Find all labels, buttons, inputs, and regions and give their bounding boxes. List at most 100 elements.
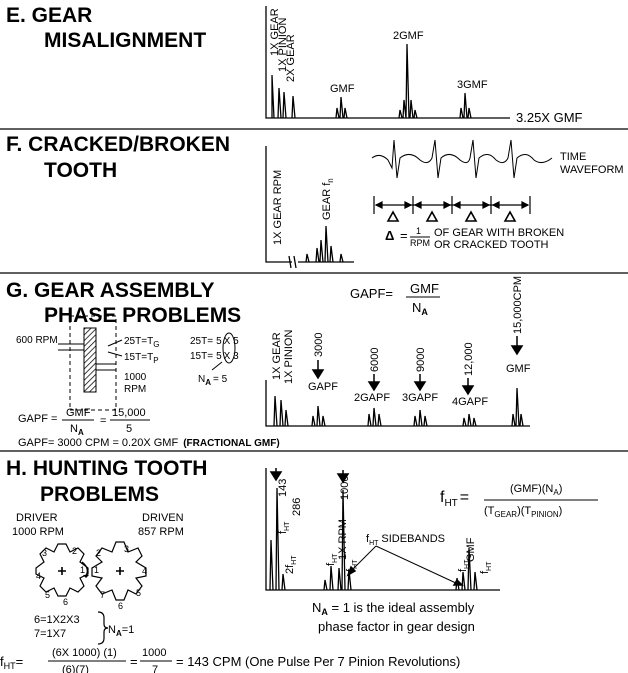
label-2gapf: 2GAPF bbox=[354, 392, 390, 404]
section-g-arrows bbox=[311, 336, 524, 396]
label-1x-pinion-e: 1X PINION bbox=[277, 18, 289, 72]
eq1-den: NA bbox=[70, 423, 84, 437]
gapf-header: GAPF= bbox=[350, 286, 393, 301]
svg-text:2: 2 bbox=[96, 548, 101, 558]
svg-text:1: 1 bbox=[94, 565, 99, 575]
label-gmf-h: GMF bbox=[465, 537, 477, 562]
svg-text:2: 2 bbox=[72, 546, 77, 556]
gear-schematic bbox=[58, 315, 123, 411]
eq1-num2: 15,000 bbox=[112, 407, 146, 419]
label-2fht: 2fHT bbox=[284, 555, 298, 574]
mesh-arrow bbox=[81, 561, 88, 577]
svg-text:5: 5 bbox=[45, 590, 50, 600]
svg-text:3: 3 bbox=[42, 548, 47, 558]
ideal-line-1: NA = 1 is the ideal assembly bbox=[312, 600, 475, 617]
label-driven-rpm: 857 RPM bbox=[138, 526, 184, 538]
eq1-eq: = bbox=[100, 415, 106, 427]
label-2x-gear-e: 2X GEAR bbox=[285, 34, 297, 82]
section-g-title-1: G. GEAR ASSEMBLY bbox=[6, 279, 214, 302]
label-time: TIME bbox=[560, 151, 586, 163]
bottom-den1: (6)(7) bbox=[62, 664, 89, 673]
section-h-title-1: H. HUNTING TOOTH bbox=[6, 457, 207, 480]
section-h-title-2: PROBLEMS bbox=[40, 483, 159, 506]
driver-gear bbox=[35, 543, 89, 597]
label-15000: 15,000CPM bbox=[512, 276, 524, 334]
label-1x-pinion-g: 1X PINION bbox=[283, 330, 295, 384]
label-1000b: RPM bbox=[124, 384, 146, 395]
section-f-title-1: F. CRACKED/BROKEN bbox=[6, 133, 230, 156]
label-3gapf: 3GAPF bbox=[402, 392, 438, 404]
label-delta: Δ bbox=[385, 228, 394, 243]
label-fht-5: fHT bbox=[479, 561, 493, 574]
label-1000-h: 1000 bbox=[339, 476, 351, 500]
ideal-line-2: phase factor in gear design bbox=[318, 619, 475, 634]
svg-text:5: 5 bbox=[136, 588, 141, 598]
label-600rpm: 600 RPM bbox=[16, 335, 58, 346]
formula-num: (GMF)(NA) bbox=[510, 483, 562, 497]
label-15t: 15T=TP bbox=[124, 352, 159, 365]
label-6000: 6000 bbox=[369, 348, 381, 372]
common-factor-pointer bbox=[211, 361, 223, 371]
label-3gmf-e: 3GMF bbox=[457, 79, 488, 91]
gapf-header-num: GMF bbox=[410, 281, 439, 296]
section-h-arrows bbox=[269, 468, 464, 586]
section-g-title-2: PHASE PROBLEMS bbox=[44, 304, 241, 327]
label-frac-num: 1 bbox=[416, 226, 421, 236]
bottom-num1: (6X 1000) (1) bbox=[52, 647, 117, 659]
section-h-spectrum bbox=[265, 468, 500, 591]
svg-text:3: 3 bbox=[124, 544, 129, 554]
label-25t: 25T=TG bbox=[124, 336, 159, 349]
bottom-den2: 7 bbox=[152, 664, 158, 673]
section-e-title-2: MISALIGNMENT bbox=[44, 29, 206, 52]
eq1-den2: 5 bbox=[126, 423, 132, 435]
svg-text:4: 4 bbox=[36, 571, 41, 581]
label-fht-2: fHT bbox=[325, 553, 339, 566]
label-factor2: 7=1X7 bbox=[34, 628, 66, 640]
label-2gmf-e: 2GMF bbox=[393, 30, 424, 42]
svg-text:4: 4 bbox=[142, 566, 147, 576]
common-factor-ring bbox=[222, 332, 236, 364]
label-waveform: WAVEFORM bbox=[560, 164, 624, 176]
label-1x-rpm: 1X RPM bbox=[337, 519, 349, 560]
brace bbox=[97, 611, 109, 645]
label-range-e: 3.25X GMF bbox=[516, 110, 583, 125]
label-fht-3: fHT bbox=[345, 559, 359, 572]
label-gmf-g: GMF bbox=[506, 363, 531, 375]
label-143: 143 bbox=[277, 479, 289, 497]
period-arrows bbox=[373, 196, 531, 214]
section-f-title-2: TOOTH bbox=[44, 159, 117, 182]
label-1x-gear-e: 1X GEAR bbox=[269, 8, 281, 56]
tooth-numbers: 3 4 5 6 1 2 2 1 3 4 5 6 7 bbox=[36, 544, 147, 611]
label-3000: 3000 bbox=[313, 333, 325, 357]
label-gear-fn: GEAR fn bbox=[321, 178, 335, 220]
label-note2: OR CRACKED TOOTH bbox=[434, 239, 549, 251]
label-1x-gear-g: 1X GEAR bbox=[271, 332, 283, 380]
label-1x-gear-rpm: 1X GEAR RPM bbox=[272, 170, 284, 245]
label-gmf-e: GMF bbox=[330, 83, 355, 95]
svg-text:7: 7 bbox=[100, 590, 105, 600]
section-e-title-1: E. GEAR bbox=[6, 4, 92, 27]
bottom-num2: 1000 bbox=[142, 647, 166, 659]
label-286: 286 bbox=[291, 498, 303, 516]
eq1-num: GMF bbox=[66, 407, 91, 419]
label-frac-den: RPM bbox=[410, 238, 430, 248]
svg-text:6: 6 bbox=[118, 601, 123, 611]
eq1-left: GAPF = bbox=[18, 413, 57, 425]
time-waveform bbox=[371, 139, 553, 179]
label-na-h: NA=1 bbox=[108, 624, 134, 638]
label-na-g: NA= 5 bbox=[198, 374, 228, 387]
label-driven: DRIVEN bbox=[142, 512, 184, 524]
formula-lhs: fHT= bbox=[440, 489, 469, 509]
label-9000: 9000 bbox=[415, 348, 427, 372]
driven-gear bbox=[91, 541, 147, 601]
label-note1: OF GEAR WITH BROKEN bbox=[434, 227, 564, 239]
label-fht-1: fHT bbox=[277, 521, 291, 534]
svg-text:6: 6 bbox=[63, 597, 68, 607]
bottom-result: = 143 CPM (One Pulse Per 7 Pinion Revolu… bbox=[176, 654, 460, 669]
label-fht-4: fHT bbox=[457, 559, 471, 572]
